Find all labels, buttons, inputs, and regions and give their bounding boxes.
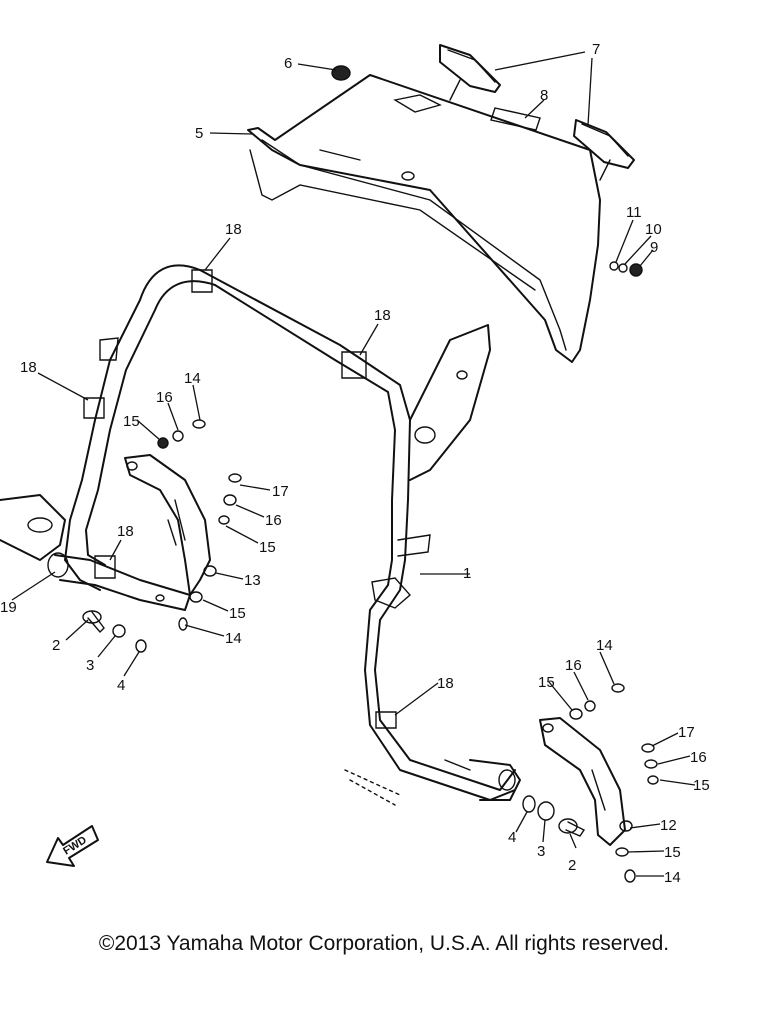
callout-3: 3 (86, 657, 94, 674)
callout-2: 2 (52, 637, 60, 654)
fwd-arrow: FWD (46, 825, 99, 867)
callout-16: 16 (265, 512, 282, 529)
tube-clamps (83, 269, 397, 729)
right-side-plate (539, 717, 633, 846)
callout-18: 18 (20, 359, 37, 376)
callout-4: 4 (117, 677, 125, 694)
callout-16: 16 (156, 389, 173, 406)
callout-4: 4 (508, 829, 516, 846)
callout-18: 18 (225, 221, 242, 238)
right-hardware (522, 261, 659, 883)
callout-7: 7 (592, 41, 600, 58)
callout-13: 13 (244, 572, 261, 589)
leader-lines (11, 51, 696, 877)
callout-15: 15 (229, 605, 246, 622)
cap-nut (331, 65, 351, 81)
callout-9: 9 (650, 239, 658, 256)
callout-19: 19 (0, 599, 17, 616)
emblem-plate (490, 107, 541, 131)
rear-panel (247, 74, 601, 363)
callout-14: 14 (184, 370, 201, 387)
parts-diagram: FWD 1 2 2 3 3 4 4 5 6 7 8 9 10 11 12 13 … (0, 41, 710, 886)
callout-8: 8 (540, 87, 548, 104)
callout-1: 1 (463, 565, 471, 582)
callout-16: 16 (565, 657, 582, 674)
callout-12: 12 (660, 817, 677, 834)
callout-17: 17 (272, 483, 289, 500)
callout-18: 18 (374, 307, 391, 324)
left-side-plate (124, 454, 217, 596)
callout-labels: 1 2 2 3 3 4 4 5 6 7 8 9 10 11 12 13 14 1… (0, 41, 710, 886)
callout-2: 2 (568, 857, 576, 874)
callout-14: 14 (225, 630, 242, 647)
callout-17: 17 (678, 724, 695, 741)
callout-10: 10 (645, 221, 662, 238)
callout-3: 3 (537, 843, 545, 860)
grab-handle-pads (439, 44, 635, 181)
callout-5: 5 (195, 125, 203, 142)
callout-15: 15 (538, 674, 555, 691)
callout-6: 6 (284, 55, 292, 72)
callout-15: 15 (693, 777, 710, 794)
callout-18: 18 (117, 523, 134, 540)
callout-18: 18 (437, 675, 454, 692)
callout-14: 14 (664, 869, 681, 886)
left-hardware (47, 419, 242, 653)
callout-15: 15 (123, 413, 140, 430)
callout-16: 16 (690, 749, 707, 766)
callout-14: 14 (596, 637, 613, 654)
callout-11: 11 (626, 204, 642, 221)
callout-15: 15 (664, 844, 681, 861)
left-lower-bracket (0, 494, 191, 611)
copyright-notice: ©2013 Yamaha Motor Corporation, U.S.A. A… (98, 932, 670, 955)
callout-15: 15 (259, 539, 276, 556)
frame-tube (64, 264, 521, 806)
